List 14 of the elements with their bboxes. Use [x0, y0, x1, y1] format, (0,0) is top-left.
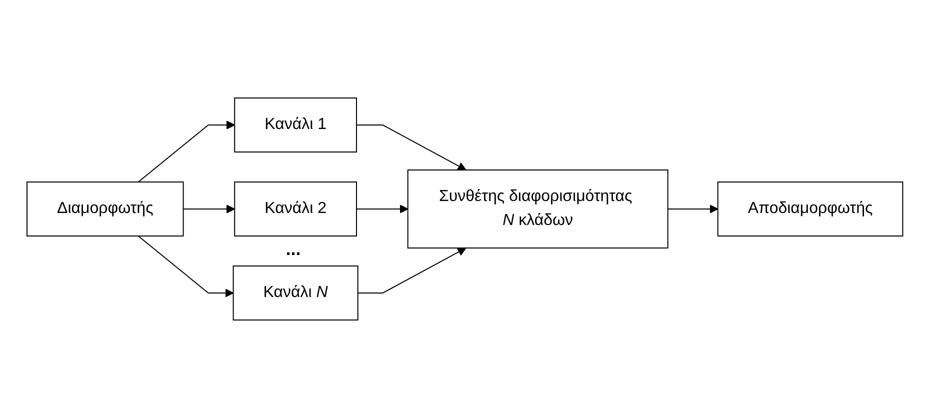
node-box: Αποδιαμορφωτής	[717, 181, 904, 236]
arrow	[667, 204, 718, 213]
node-box: Κανάλι 1	[234, 97, 358, 152]
arrow	[182, 204, 236, 213]
ellipsis-label: ...	[286, 238, 301, 260]
node-box: Διαμορφωτής	[26, 181, 184, 236]
arrow	[138, 235, 234, 297]
node-box: Κανάλι 2	[234, 181, 358, 236]
node-box: Κανάλι N	[232, 265, 358, 320]
node-box: Συνθέτης διαφορισιμότητας N κλάδων	[407, 169, 668, 248]
arrow	[357, 247, 466, 293]
arrow	[356, 124, 466, 170]
arrow	[138, 120, 236, 182]
arrow	[356, 204, 408, 213]
